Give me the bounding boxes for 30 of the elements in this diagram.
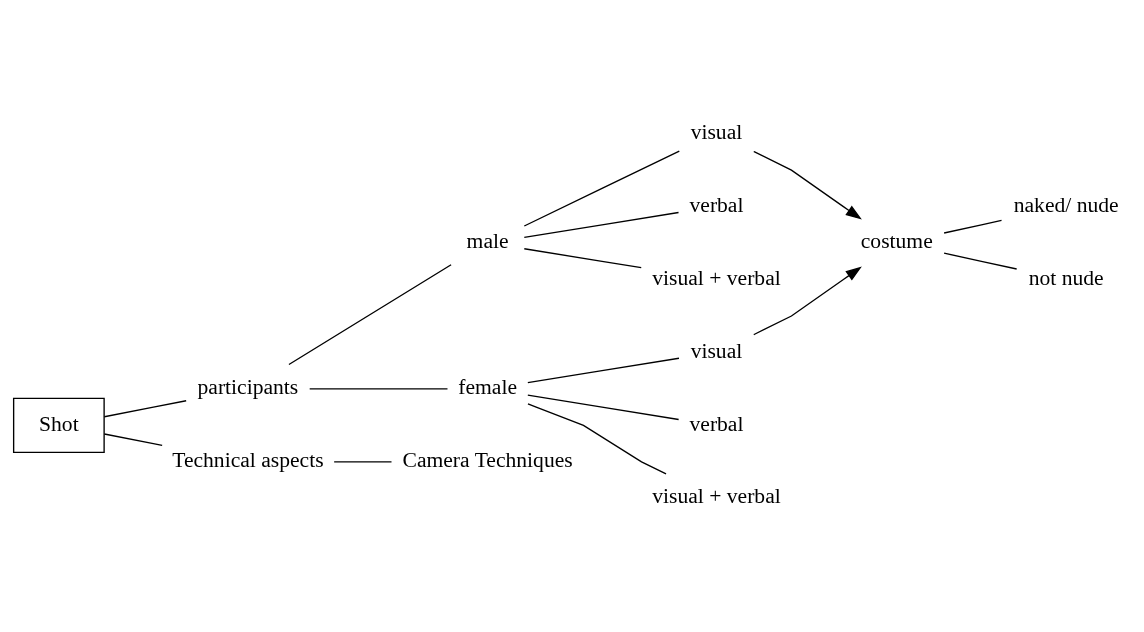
connector [523, 211, 680, 239]
node-text: costume [860, 229, 933, 254]
node-box: Shot [12, 397, 105, 454]
connector [103, 433, 163, 446]
connector [527, 394, 680, 421]
connector [523, 150, 680, 227]
node-text: visual + verbal [652, 484, 781, 509]
node-text: verbal [689, 192, 744, 217]
node-text: Camera Techniques [402, 447, 573, 472]
node-text: visual [690, 119, 743, 144]
connector [523, 248, 642, 269]
node-text: visual [690, 338, 743, 363]
connector [943, 219, 1003, 234]
connector [527, 403, 667, 475]
node-text: visual + verbal [652, 265, 781, 290]
node-text: naked/ nude [1013, 192, 1119, 217]
arrow [753, 266, 862, 336]
connector [943, 252, 1018, 270]
node-text: female [458, 375, 517, 400]
connector [288, 264, 452, 366]
arrow [753, 150, 862, 220]
connector [333, 461, 393, 463]
node-text: male [466, 229, 509, 254]
node-text: verbal [689, 411, 744, 436]
connector [103, 400, 187, 418]
node-text: participants [197, 375, 299, 400]
connector [527, 357, 680, 384]
node-text: not nude [1028, 265, 1104, 290]
connector [309, 388, 449, 390]
node-text: Technical aspects [172, 447, 324, 472]
